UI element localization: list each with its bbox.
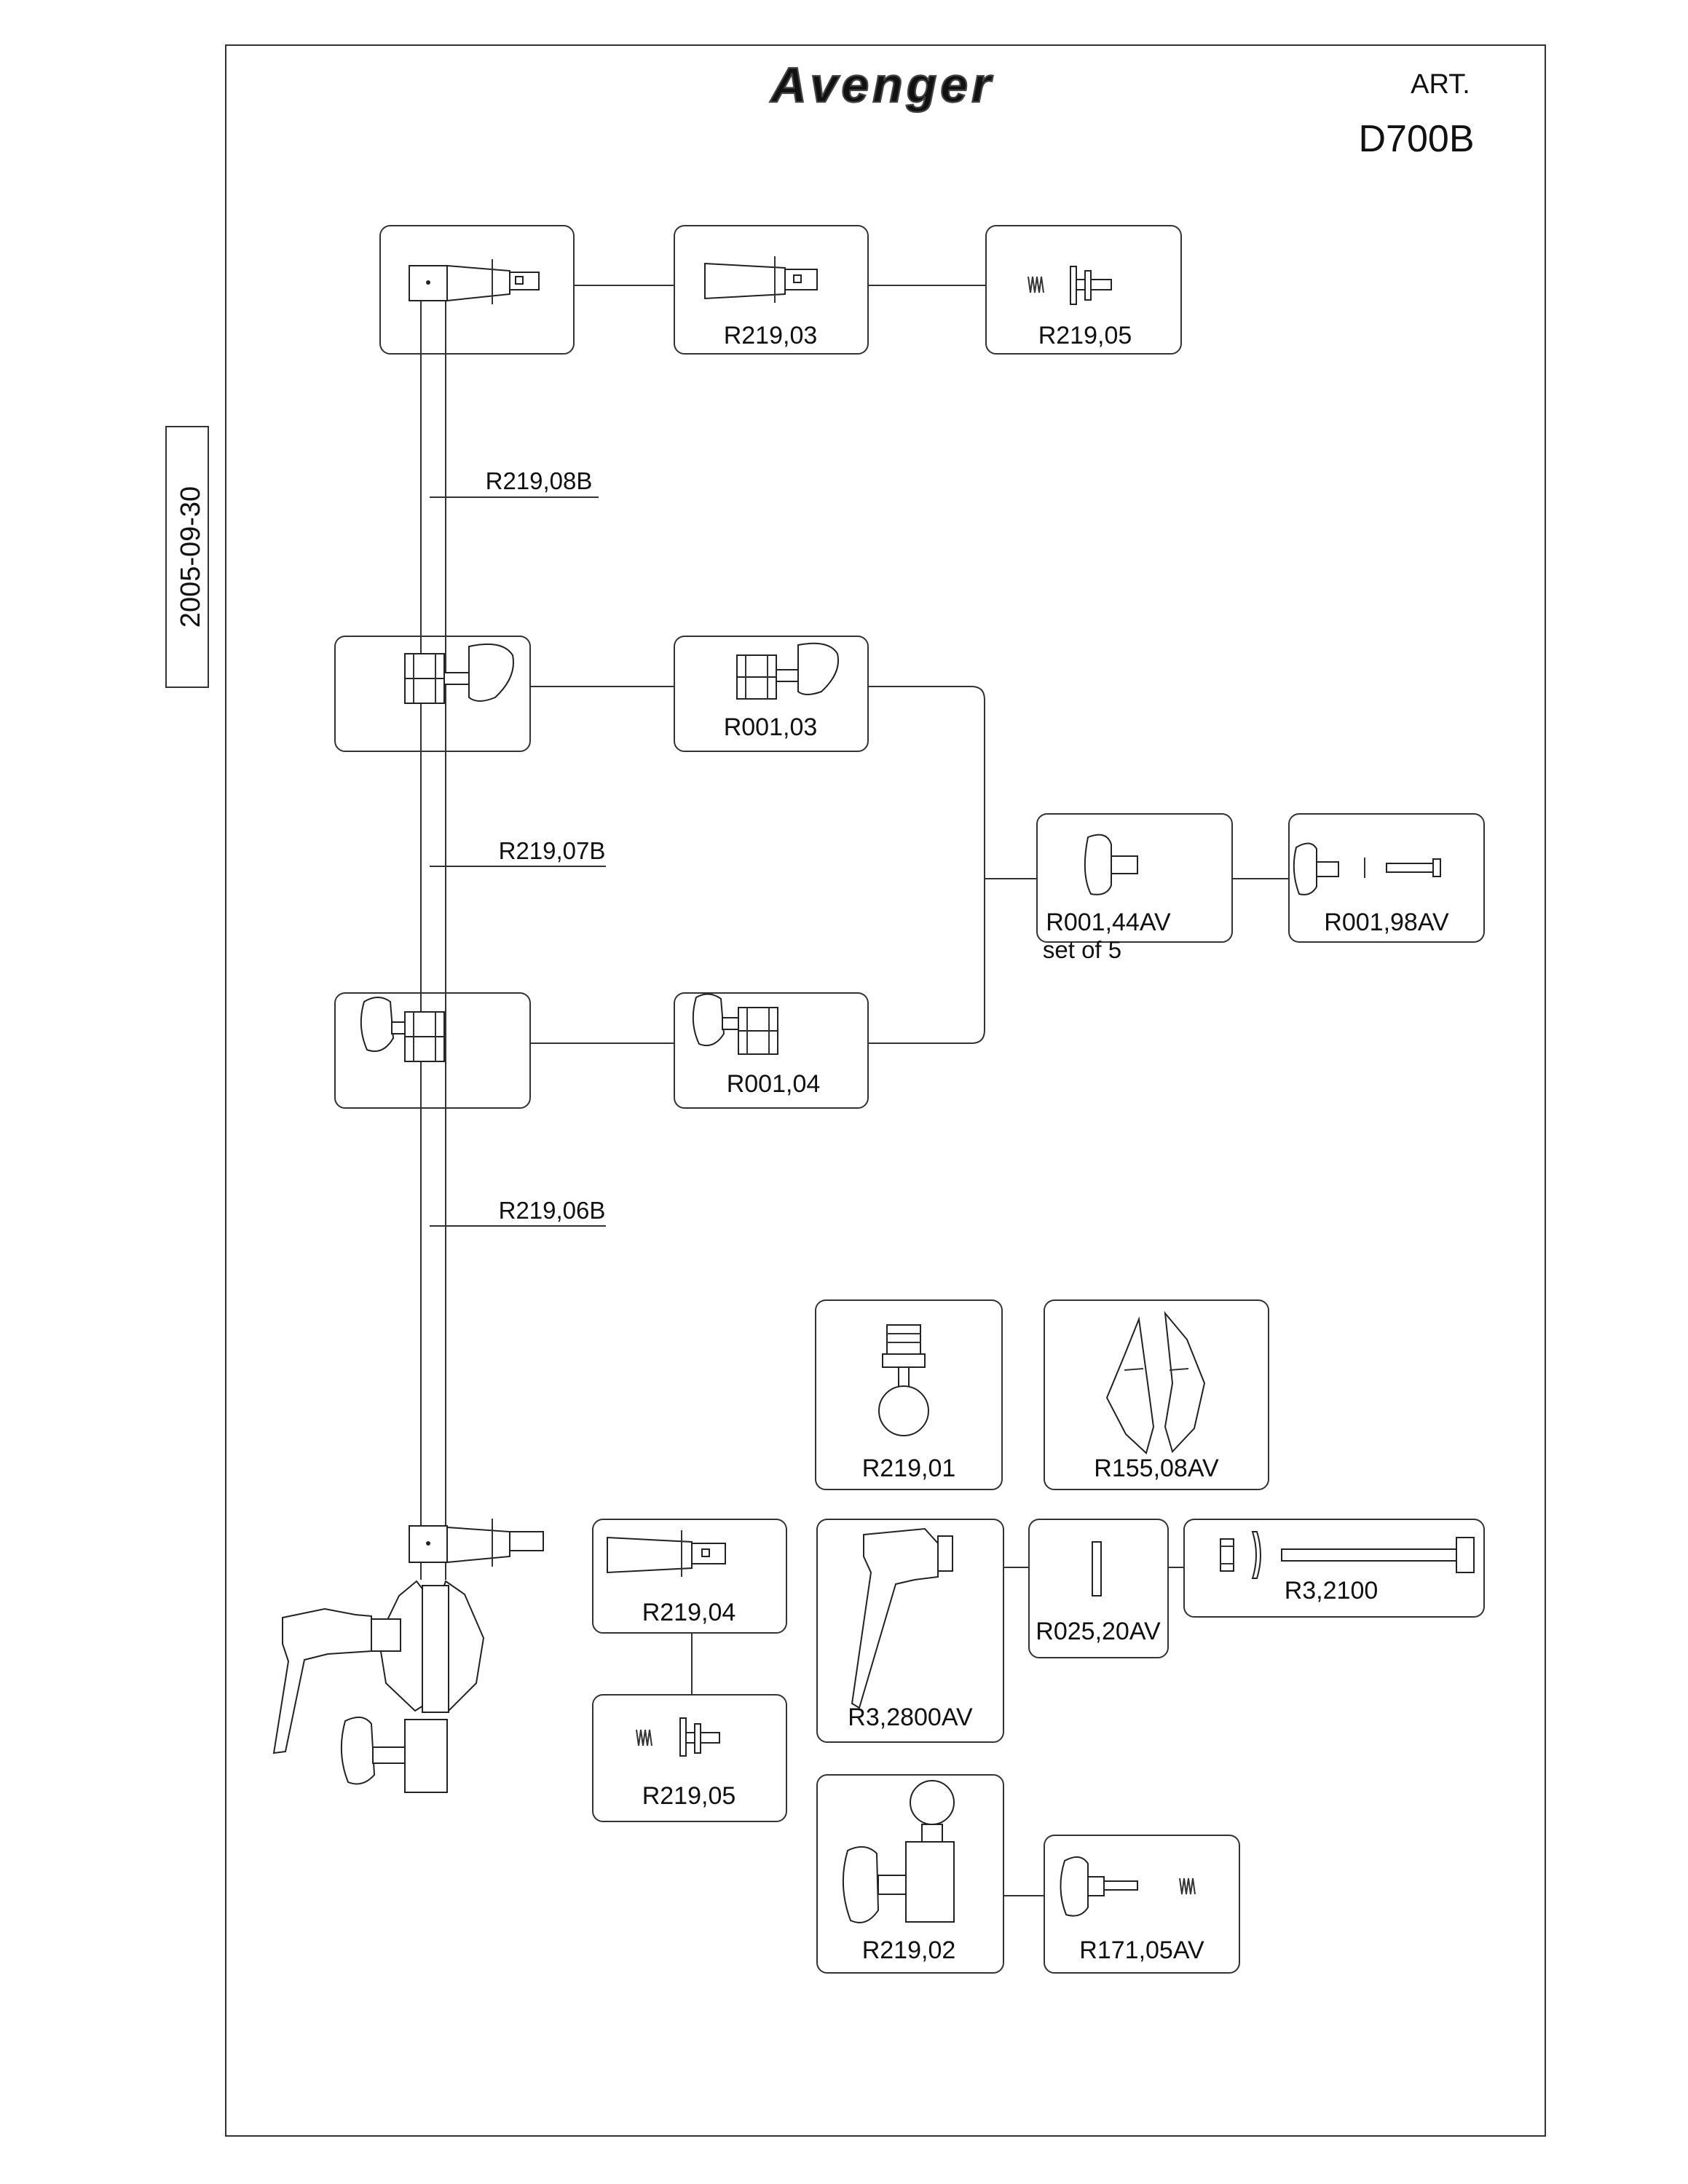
- part-box-r155-08av: [1044, 1299, 1269, 1490]
- svg-text:R219,08B: R219,08B: [486, 467, 593, 494]
- part-box-r219-05-bottom: [592, 1694, 787, 1822]
- spring-and-pin-icon: [636, 1717, 720, 1757]
- tube-insert-icon: [607, 1530, 726, 1577]
- knob-clamp-icon: [692, 993, 778, 1055]
- knob-clamp-icon: [736, 642, 839, 700]
- part-label-r219-05-top: R219,05: [1038, 322, 1132, 349]
- svg-text:R219,06B: R219,06B: [499, 1197, 606, 1224]
- art-label: ART.: [1411, 69, 1470, 100]
- knob-clamp-icon: [404, 643, 514, 704]
- part-label-r219-05-bottom: R219,05: [642, 1782, 736, 1810]
- part-label-r001-04: R001,04: [727, 1070, 821, 1098]
- knob-icon: [1084, 834, 1138, 895]
- rod-label-middle: R219,07B: [430, 837, 606, 867]
- rod-label-top: R219,08B: [430, 467, 599, 498]
- clamp-jaws-icon: [1105, 1310, 1206, 1455]
- part-label-r025-20av: R025,20AV: [1036, 1618, 1161, 1645]
- part-note-r001-44av: set of 5: [1043, 936, 1121, 963]
- knob-spring-icon: [1060, 1856, 1196, 1917]
- part-label-r001-44av: R001,44AV: [1046, 909, 1171, 936]
- nut-washer-bolt-icon: [1220, 1531, 1475, 1579]
- part-label-r171-05av: R171,05AV: [1079, 1936, 1204, 1964]
- part-label-r219-02: R219,02: [862, 1936, 956, 1964]
- knob-clamp-icon: [360, 997, 445, 1062]
- washer-icon: [1092, 1541, 1102, 1597]
- page-frame: [225, 44, 1546, 2137]
- part-label-r219-01: R219,01: [862, 1455, 956, 1482]
- knob-screw-icon: [1293, 842, 1441, 895]
- art-number: D700B: [1359, 118, 1475, 160]
- part-label-r219-04: R219,04: [642, 1599, 736, 1626]
- part-label-r001-98av: R001,98AV: [1324, 909, 1449, 936]
- lever-handle-icon: [851, 1527, 953, 1709]
- main-pole: [420, 300, 446, 1580]
- connector-lines: [530, 285, 1289, 1896]
- svg-text:R219,07B: R219,07B: [499, 837, 606, 864]
- date-text: 2005-09-30: [175, 486, 206, 628]
- part-label-r001-03: R001,03: [724, 713, 818, 741]
- part-box-r001-98av: [1288, 813, 1485, 943]
- brand-logo: Avenger: [769, 58, 994, 113]
- ball-block-icon: [842, 1780, 955, 1923]
- part-label-r3-2100: R3,2100: [1285, 1577, 1379, 1605]
- rod-label-bottom: R219,06B: [430, 1197, 606, 1227]
- part-box-r171-05av: [1044, 1835, 1240, 1974]
- part-label-r219-03: R219,03: [724, 322, 818, 349]
- ball-stud-icon: [878, 1324, 929, 1436]
- tube-insert-icon: [704, 256, 818, 303]
- spring-and-pin-icon: [1028, 266, 1112, 305]
- part-label-r155-08av: R155,08AV: [1094, 1455, 1219, 1482]
- date-tag: 2005-09-30: [165, 426, 209, 688]
- part-label-r3-2800av: R3,2800AV: [848, 1704, 973, 1731]
- tube-end-icon: [409, 259, 540, 304]
- assembled-clamp-icon: [272, 1519, 544, 1793]
